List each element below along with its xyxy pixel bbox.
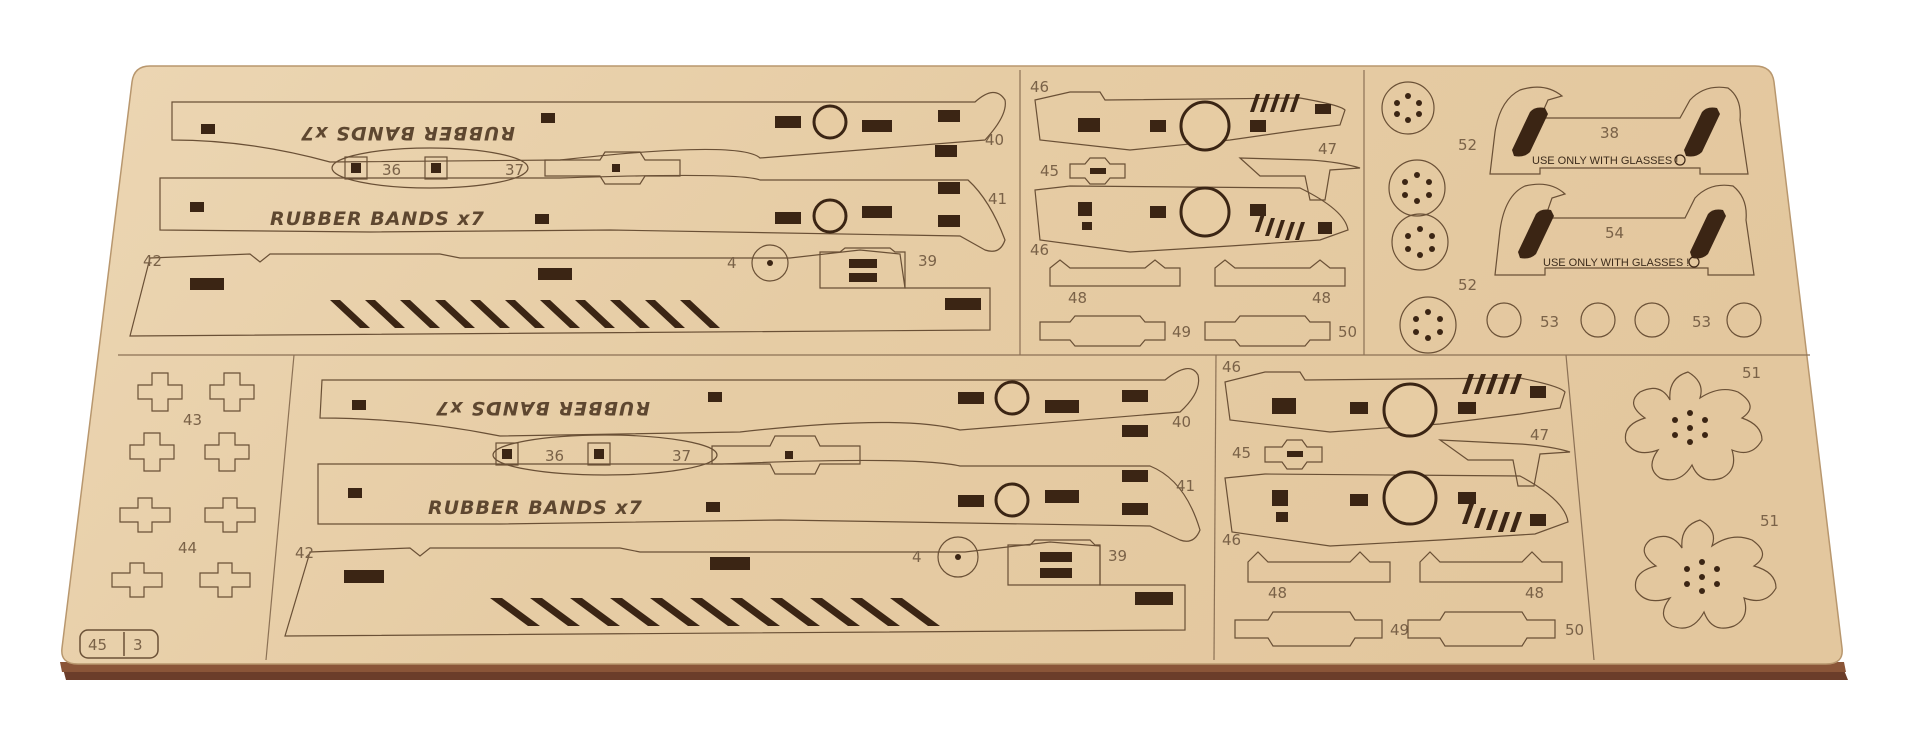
vent-slots-top [330,300,720,328]
part-label-43: 43 [183,411,202,429]
part-label-41: 41 [988,190,1007,208]
part-label-37-b: 37 [672,447,691,465]
part-label-46-c: 46 [1222,358,1241,376]
part-label-42-b: 42 [295,544,314,562]
top-middle-parts: 46 45 47 46 48 48 49 50 [1030,78,1361,347]
part-label-51-b: 51 [1760,512,1779,530]
part-label-51-a: 51 [1742,364,1761,382]
part-label-50-a: 50 [1338,323,1357,341]
glasses-warning-a: USE ONLY WITH GLASSES ! [1532,155,1678,167]
part-label-52-b: 52 [1458,276,1477,294]
part-label-54: 54 [1605,224,1624,242]
part-label-48-c: 48 [1268,584,1287,602]
part-label-48-a: 48 [1068,289,1087,307]
part-label-49-a: 49 [1172,323,1191,341]
part-label-38: 38 [1600,124,1619,142]
part-label-41-b: 41 [1176,477,1195,495]
sheet-id-badge: 45 3 [79,629,159,659]
sheet-id-part: 45 [88,636,107,654]
part-label-40: 40 [985,131,1004,149]
top-left-parts: RUBBER BANDS x7 40 36 37 RUBBER BANDS x7… [129,91,1007,337]
part-label-44: 44 [178,539,197,557]
part-label-36-b: 36 [545,447,564,465]
glasses-warning-b: USE ONLY WITH GLASSES ! [1543,257,1689,269]
rubber-bands-text-mirrored-2: RUBBER BANDS x7 [435,397,650,419]
part-label-4-b: 4 [912,548,922,566]
part-label-53-b: 53 [1692,313,1711,331]
part-label-45-a: 45 [1040,162,1059,180]
part-label-47-b: 47 [1530,426,1549,444]
part-label-47-a: 47 [1318,140,1337,158]
part-label-37: 37 [505,161,524,179]
part-label-48-b: 48 [1312,289,1331,307]
part-label-53-a: 53 [1540,313,1559,331]
part-label-52-a: 52 [1458,136,1477,154]
part-label-50-b: 50 [1565,621,1584,639]
small-discs-53 [1486,302,1762,338]
part-label-46-b: 46 [1030,241,1049,259]
section-dividers [118,70,1810,661]
bottom-left-parts: 43 44 45 3 [79,372,256,659]
part-label-4: 4 [727,254,737,272]
part-label-36: 36 [382,161,401,179]
vent-slots-bottom [490,598,940,626]
rubber-bands-text: RUBBER BANDS x7 [270,208,485,230]
impeller-51-a [1624,371,1763,481]
bottom-middle-parts: 46 45 47 46 48 48 49 50 [1222,358,1584,647]
top-right-parts: 52 52 38 USE ONLY WITH GLASSES ! 54 USE … [1381,81,1762,354]
part-label-39-b: 39 [1108,547,1127,565]
part-label-45-b: 45 [1232,444,1251,462]
part-label-46-a: 46 [1030,78,1049,96]
part-label-39: 39 [918,252,937,270]
part-label-46-d: 46 [1222,531,1241,549]
impeller-51-b [1634,519,1777,629]
part-label-42: 42 [143,252,162,270]
gear-discs-52 [1381,81,1457,354]
part-label-48-d: 48 [1525,584,1544,602]
bottom-right-parts: 51 51 [1624,364,1779,629]
rubber-bands-text-2: RUBBER BANDS x7 [428,497,643,519]
sheet-id-sheet: 3 [133,636,143,654]
bottom-main-parts: RUBBER BANDS x7 40 36 37 RUBBER BANDS x7… [284,368,1201,637]
rubber-bands-text-mirrored: RUBBER BANDS x7 [300,122,515,144]
part-label-40-b: 40 [1172,413,1191,431]
part-label-49-b: 49 [1390,621,1409,639]
